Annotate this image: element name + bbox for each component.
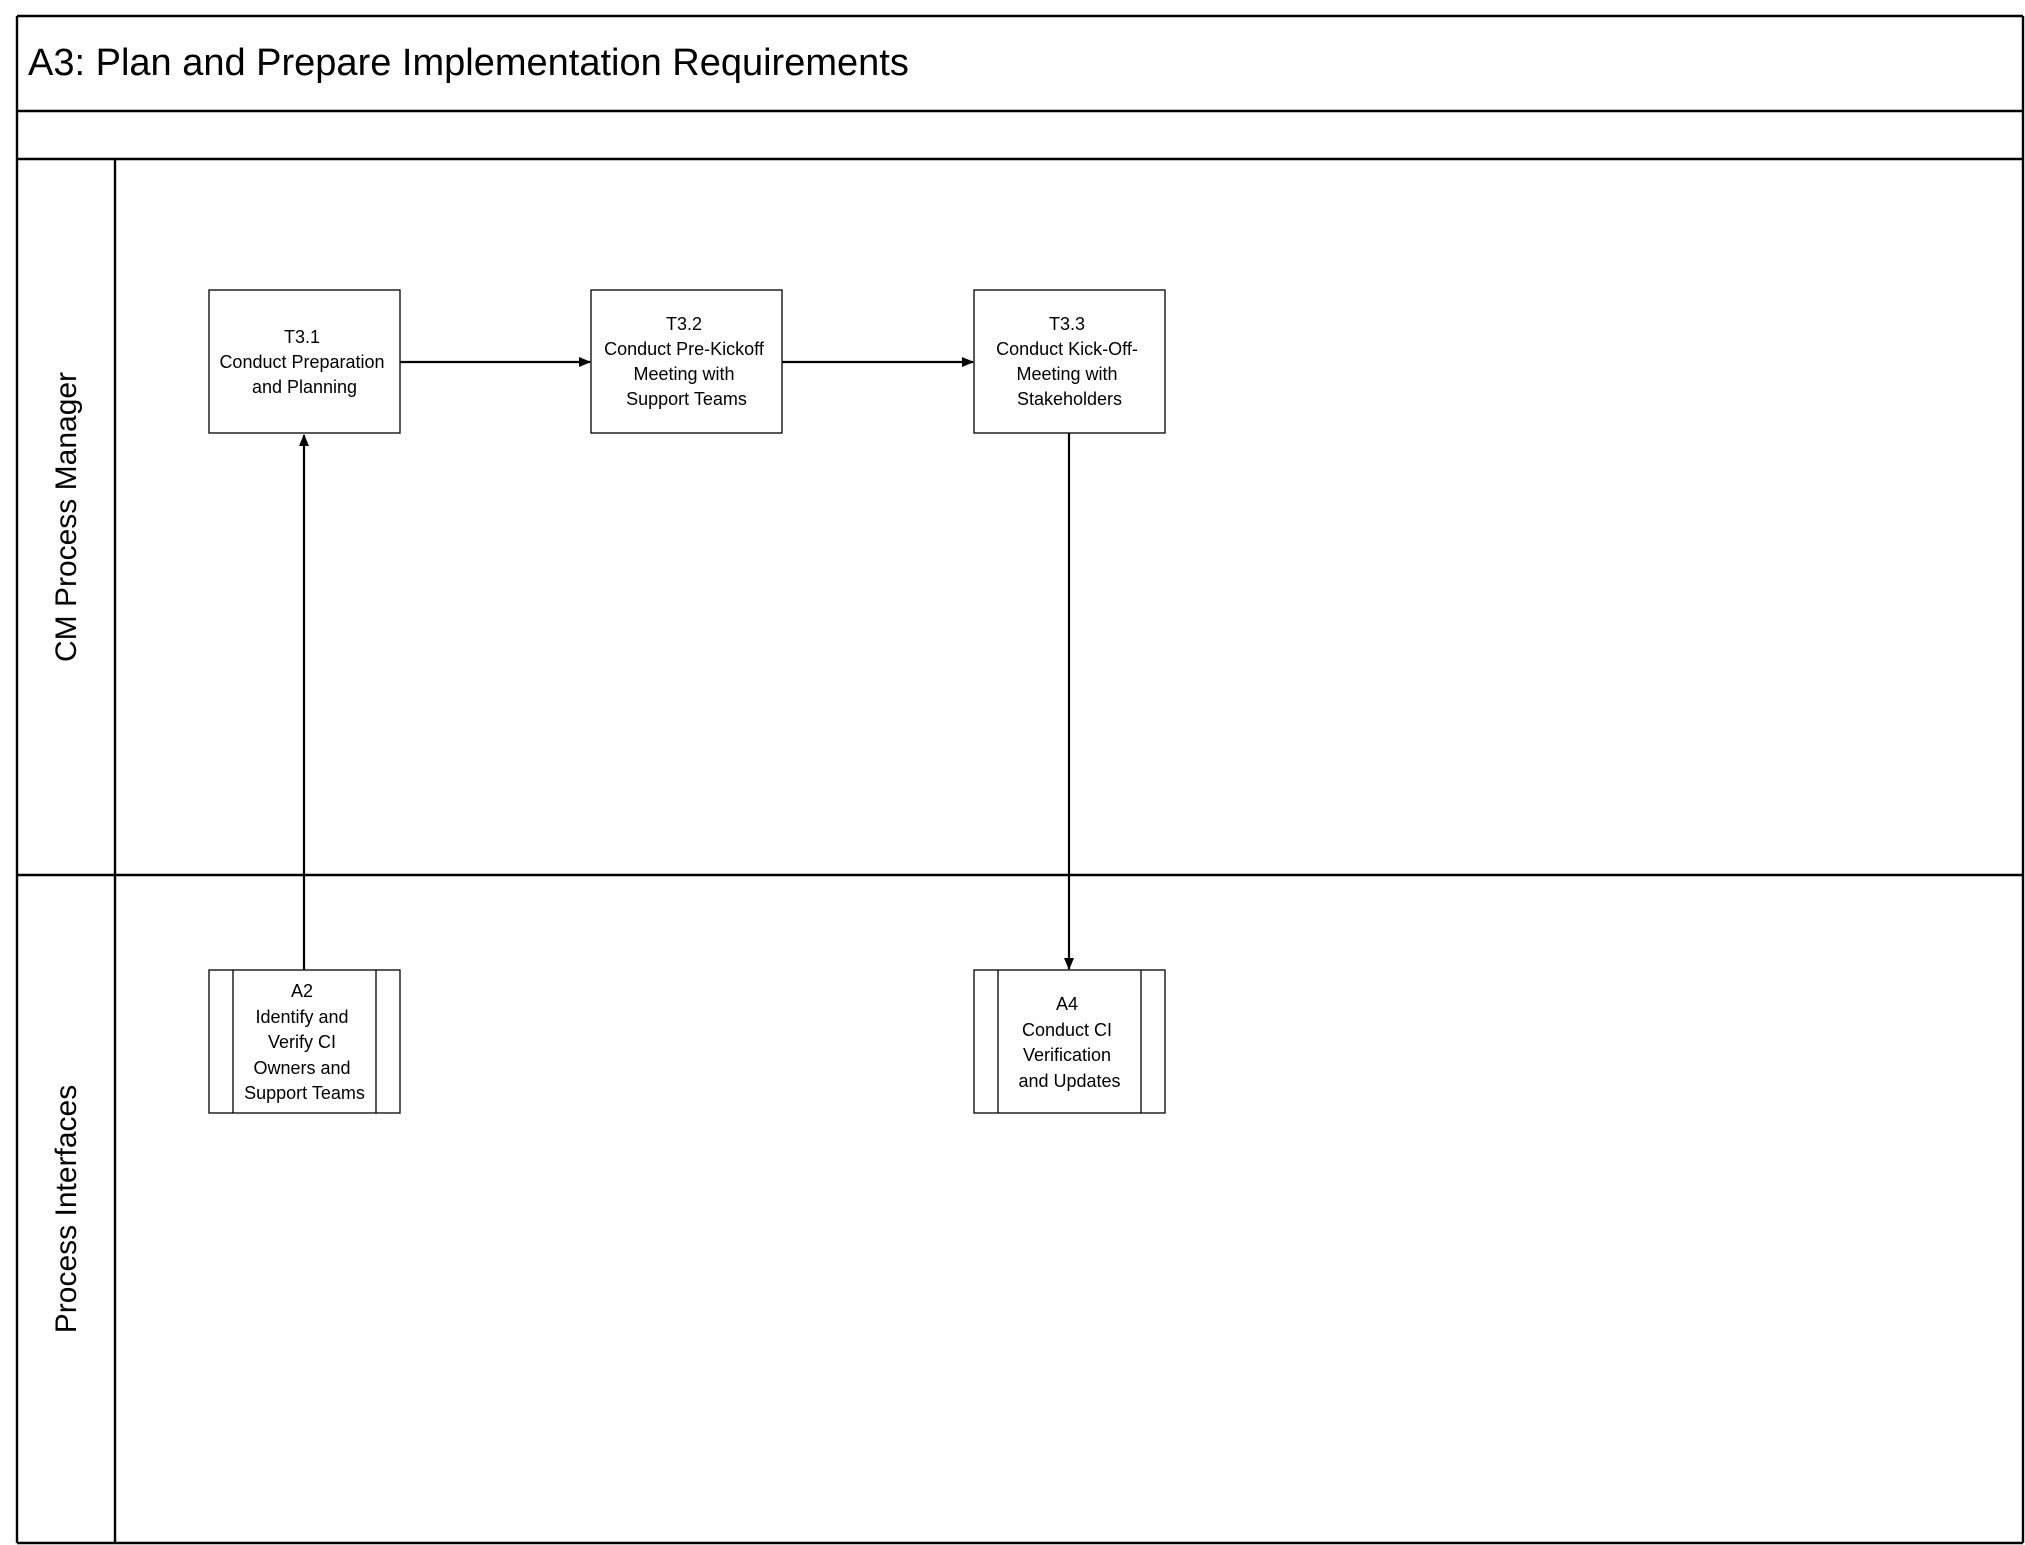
diagram-frame-lines	[15, 14, 2025, 1545]
lane-label-cm-process-manager: CM Process Manager	[50, 372, 83, 662]
task-box-t3-2-label: T3.2 Conduct Pre-Kickoff Meeting with Su…	[604, 314, 769, 409]
task-box-t3-1[interactable]: T3.1 Conduct Preparation and Planning	[208, 289, 401, 434]
interface-box-a4-label: A4 Conduct CI Verification and Updates	[1018, 994, 1120, 1091]
task-box-t3-2[interactable]: T3.2 Conduct Pre-Kickoff Meeting with Su…	[590, 289, 783, 434]
interface-box-a2[interactable]: A2 Identify and Verify CI Owners and Sup…	[208, 969, 401, 1114]
task-box-t3-1-label: T3.1 Conduct Preparation and Planning	[219, 327, 389, 397]
connectors	[299, 357, 1074, 970]
task-box-t3-3-label: T3.3 Conduct Kick-Off- Meeting with Stak…	[996, 314, 1143, 409]
task-box-t3-3[interactable]: T3.3 Conduct Kick-Off- Meeting with Stak…	[973, 289, 1166, 434]
lane-label-process-interfaces: Process Interfaces	[50, 1085, 83, 1333]
interface-box-a2-label: A2 Identify and Verify CI Owners and Sup…	[244, 981, 365, 1103]
interface-box-a4[interactable]: A4 Conduct CI Verification and Updates	[973, 969, 1166, 1114]
diagram-title: A3: Plan and Prepare Implementation Requ…	[28, 42, 909, 84]
